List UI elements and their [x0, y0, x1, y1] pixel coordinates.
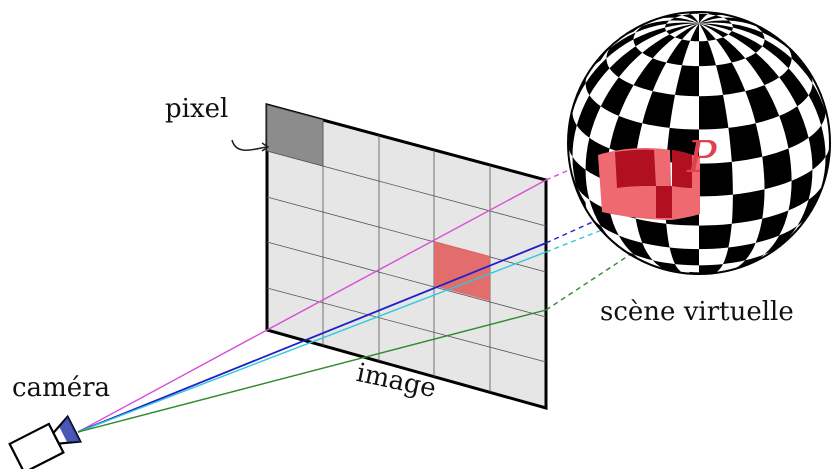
- highlighted-pixel: [434, 241, 490, 301]
- sphere-checker-cell: [589, 199, 619, 236]
- pixel-label: pixel: [165, 94, 229, 124]
- sphere-checker-cell: [699, 40, 716, 67]
- sphere-checker-cell: [642, 91, 675, 128]
- sphere-checker-cell: [666, 23, 699, 35]
- sphere-checker-cell: [716, 37, 746, 63]
- sphere-checker-cell: [788, 169, 813, 211]
- sphere-checker-cell: [576, 95, 601, 138]
- sphere-checker-cell: [808, 125, 826, 170]
- camera-icon: [8, 414, 83, 469]
- sphere-checker-cell: [764, 225, 798, 255]
- sphere-checker-cell: [633, 27, 667, 47]
- sphere-checker-cell: [745, 85, 780, 124]
- sphere-checker-cell: [699, 94, 729, 130]
- sphere-checker-cell: [755, 210, 789, 243]
- sphere-checker-cell: [723, 17, 756, 27]
- pixel-callout-arrow: [231, 139, 267, 151]
- sphere-checker-cell: [699, 15, 723, 24]
- sphere-checker-cell: [728, 31, 763, 53]
- scene-label: scène virtuelle: [600, 297, 794, 327]
- sphere-checker-cell: [788, 48, 813, 84]
- checkered-sphere: [567, 11, 831, 275]
- sphere-checker-cell: [682, 14, 699, 24]
- sphere-checker-cell: [642, 34, 675, 59]
- sphere-checker-cell: [731, 23, 765, 40]
- sphere-checker-cell: [808, 83, 826, 126]
- sphere-checker-cell: [666, 39, 691, 66]
- sphere-checker-cell: [675, 23, 699, 40]
- ray-magenta-image: [266, 179, 547, 331]
- sphere-checker-cell: [731, 254, 765, 270]
- sphere-checker-cell: [690, 23, 699, 42]
- sphere-checker-cell: [600, 77, 634, 116]
- sphere-checker-cell: [585, 58, 610, 96]
- sphere-checker-cell: [779, 106, 809, 149]
- sphere-outline: [567, 11, 831, 275]
- sphere-checker-cell: [699, 264, 723, 274]
- sphere-checker-cell: [669, 247, 699, 266]
- sphere-checker-cell: [675, 65, 699, 97]
- sphere-red-patch: [598, 147, 700, 220]
- ray-blue: [77, 242, 547, 433]
- sphere-checker-cell: [731, 189, 765, 224]
- sphere-checker-cell: [606, 32, 636, 59]
- sphere-checker-cell: [609, 46, 643, 78]
- image-plane: [265, 103, 548, 410]
- sphere-checker-cell: [699, 23, 729, 38]
- sphere-checker-cell: [618, 235, 653, 261]
- sphere-checker-cell: [652, 14, 682, 21]
- sphere-checker-cell: [699, 161, 733, 197]
- pixel-callout-arrowhead: [261, 142, 270, 152]
- sphere-checker-cell: [723, 242, 756, 265]
- sphere-checker-cell: [699, 23, 733, 31]
- sphere-checker-cell: [572, 156, 590, 200]
- top-left-pixel: [266, 104, 324, 167]
- sphere-checker-cell: [633, 58, 667, 92]
- sphere-checker-cell: [665, 22, 699, 28]
- sphere-checker-cell: [745, 52, 780, 86]
- sphere-checker-cell: [755, 26, 789, 49]
- sphere-checker-cell: [762, 148, 792, 190]
- sphere-checker-cell: [572, 174, 590, 215]
- ray-green-dashed: [545, 247, 641, 311]
- sphere-checker-cell: [821, 143, 830, 188]
- sphere-checker-cell: [669, 17, 699, 24]
- sphere-checker-cell: [609, 115, 643, 157]
- sphere-checker-cell: [779, 68, 809, 107]
- sphere-checker-cell: [572, 71, 590, 112]
- ray-green: [77, 309, 547, 433]
- sphere-checker-cell: [699, 223, 732, 250]
- rays-near: [77, 179, 547, 433]
- sphere-checker-cell: [699, 23, 716, 41]
- ray-magenta: [77, 329, 268, 433]
- sphere-checker-cell: [635, 20, 670, 33]
- sphere-checker-cell: [699, 13, 708, 24]
- sphere-checker-cell: [728, 123, 763, 162]
- sphere-checker-cell: [652, 260, 682, 273]
- sphere-checker-cell: [699, 20, 732, 24]
- ray-cyan: [77, 251, 547, 433]
- sphere-checker-cell: [635, 218, 670, 248]
- camera-label: caméra: [12, 373, 111, 403]
- sphere-checker-cell: [797, 187, 822, 226]
- sphere-checker-cell: [762, 39, 792, 69]
- sphere-checker-cell: [716, 62, 746, 95]
- point-label: P: [687, 132, 717, 183]
